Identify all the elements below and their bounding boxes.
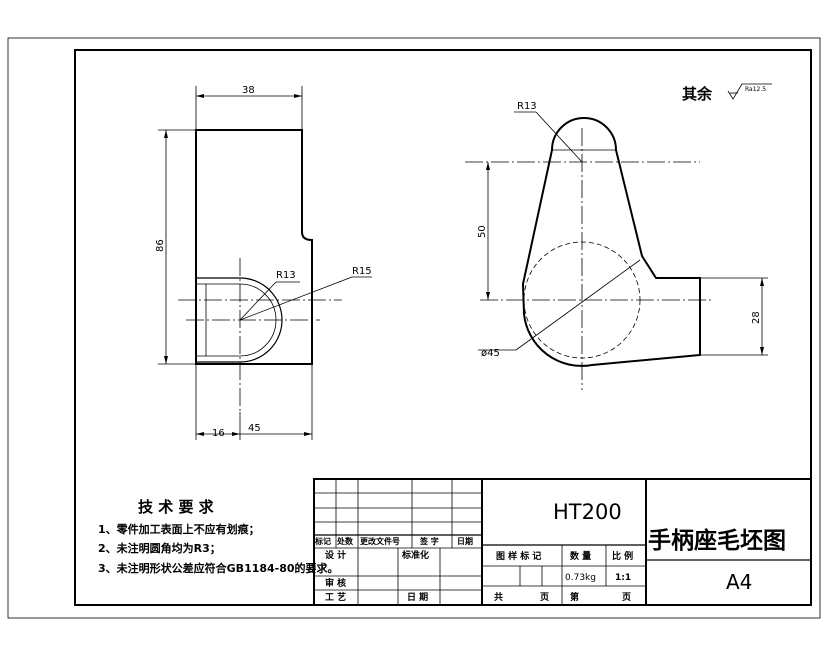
side-view-outline [521,117,701,367]
page-suffix: 页 [622,592,631,603]
roughness-symbol-icon [727,83,772,100]
revision-header: 处数 [336,536,354,546]
side-view: R13 50 ø45 28 [465,101,768,390]
stage-mark-label: 图 样 标 记 [496,550,541,562]
revision-header: 签 字 [419,536,439,546]
revision-header: 更改文件号 [360,536,400,546]
tech-requirements-title: 技 术 要 求 [138,498,215,516]
dim-86: 86 [155,239,166,252]
process-label: 工 艺 [325,591,346,603]
weight-value: 0.73kg [565,573,596,583]
tech-requirement-item: 3、未注明形状公差应符合GB1184-80的要求。 [98,561,339,575]
roughness-value: Ra12.5 [745,86,766,93]
dim-r13-front: R13 [276,270,296,281]
tech-requirement-item: 2、未注明圆角均为R3； [98,541,221,555]
front-view: 38 86 R13 R15 16 45 [155,85,372,440]
dim-r13-side: R13 [517,101,537,112]
dim-r15: R15 [352,266,372,277]
dim-16: 16 [212,428,225,439]
scale-label: 比 例 [612,550,633,562]
quantity-label: 数 量 [570,550,591,562]
front-view-outline [195,129,313,365]
outer-border [7,37,821,619]
standardize-label: 标准化 [401,549,429,561]
tech-requirements: 技 术 要 求 1、零件加工表面上不应有划痕； 2、未注明圆角均为R3； 3、未… [98,498,339,575]
roughness-note: 其余 Ra12.5 [682,83,772,103]
dim-diameter-45: ø45 [481,348,500,359]
drawing-name: 手柄座毛坯图 [648,527,786,554]
roughness-label: 其余 [682,85,713,103]
revision-header: 标记 [314,536,331,546]
review-label: 审 核 [325,577,346,589]
sheet-size: A4 [726,570,752,594]
tech-requirement-item: 1、零件加工表面上不应有划痕； [98,522,260,536]
design-label: 设 计 [325,549,346,561]
dim-38: 38 [242,85,255,96]
scale-value: 1:1 [615,573,631,583]
sheet-label: 页 [540,592,549,603]
revision-header: 日期 [457,536,473,546]
dim-50: 50 [477,225,488,238]
total-label: 共 [494,591,503,603]
page-label: 第 [570,591,579,603]
date-label: 日 期 [407,591,428,603]
dim-45: 45 [248,423,261,434]
material-value: HT200 [553,500,622,524]
title-block: 标记 处数 更改文件号 签 字 日期 设 计 标准化 审 核 工 艺 日 期 H… [313,478,812,606]
dim-28: 28 [751,311,762,324]
